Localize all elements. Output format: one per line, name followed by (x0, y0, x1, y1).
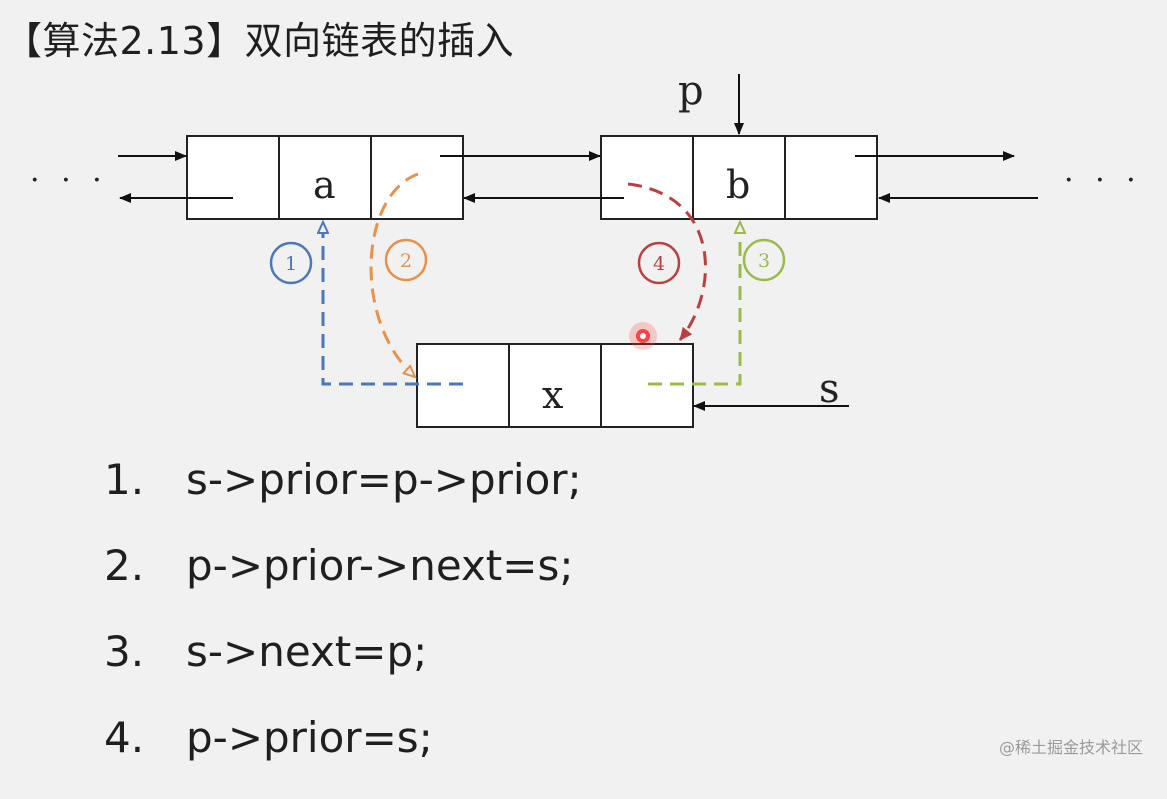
code-step-4-number: 4. (104, 713, 145, 762)
code-steps-list: 1. s->prior=p->prior; 2. p->prior->next=s;… (104, 455, 582, 799)
doubly-linked-list-diagram: a b x · · · · · · p s 1 2 3 4 (30, 68, 1142, 428)
step2-marker-label: 2 (400, 250, 412, 272)
code-step-3-number: 3. (104, 627, 145, 676)
code-step-2: 2. p->prior->next=s; (104, 541, 582, 627)
code-step-1-number: 1. (104, 455, 145, 504)
step3-marker-label: 3 (758, 250, 770, 272)
slide-title: 【算法2.13】双向链表的插入 (4, 19, 515, 63)
step2-dashed-arrow (369, 172, 419, 377)
code-step-4-code: p->prior=s; (186, 713, 433, 762)
pointer-s-label: s (819, 366, 840, 412)
code-step-2-number: 2. (104, 541, 145, 590)
step3-marker (742, 238, 786, 282)
code-step-3-code: s->next=p; (186, 627, 428, 676)
node-a: a (186, 135, 464, 220)
code-step-1: 1. s->prior=p->prior; (104, 455, 582, 541)
pointer-p-label: p (678, 68, 704, 114)
code-step-2-code: p->prior->next=s; (186, 541, 574, 590)
step1-marker-label: 1 (285, 253, 297, 275)
node-b: b (600, 135, 878, 220)
step1-dashed-arrow (323, 222, 463, 386)
step1-marker (269, 241, 313, 285)
step2-marker (384, 238, 428, 282)
node-b-label: b (726, 163, 750, 207)
node-x-label: x (542, 373, 563, 417)
ellipsis-right: · · · (1064, 163, 1142, 198)
watermark: @稀土掘金技术社区 (998, 738, 1143, 757)
step4-marker-label: 4 (653, 253, 665, 275)
step3-dashed-arrow (648, 222, 740, 386)
ellipsis-left: · · · (30, 163, 108, 198)
step4-dashed-arrow (627, 182, 707, 341)
step4-marker (637, 241, 681, 285)
node-a-label: a (313, 163, 336, 207)
code-step-1-code: s->prior=p->prior; (186, 455, 582, 504)
code-step-4: 4. p->prior=s; (104, 713, 582, 799)
laser-pointer-dot (629, 322, 657, 350)
code-step-3: 3. s->next=p; (104, 627, 582, 713)
